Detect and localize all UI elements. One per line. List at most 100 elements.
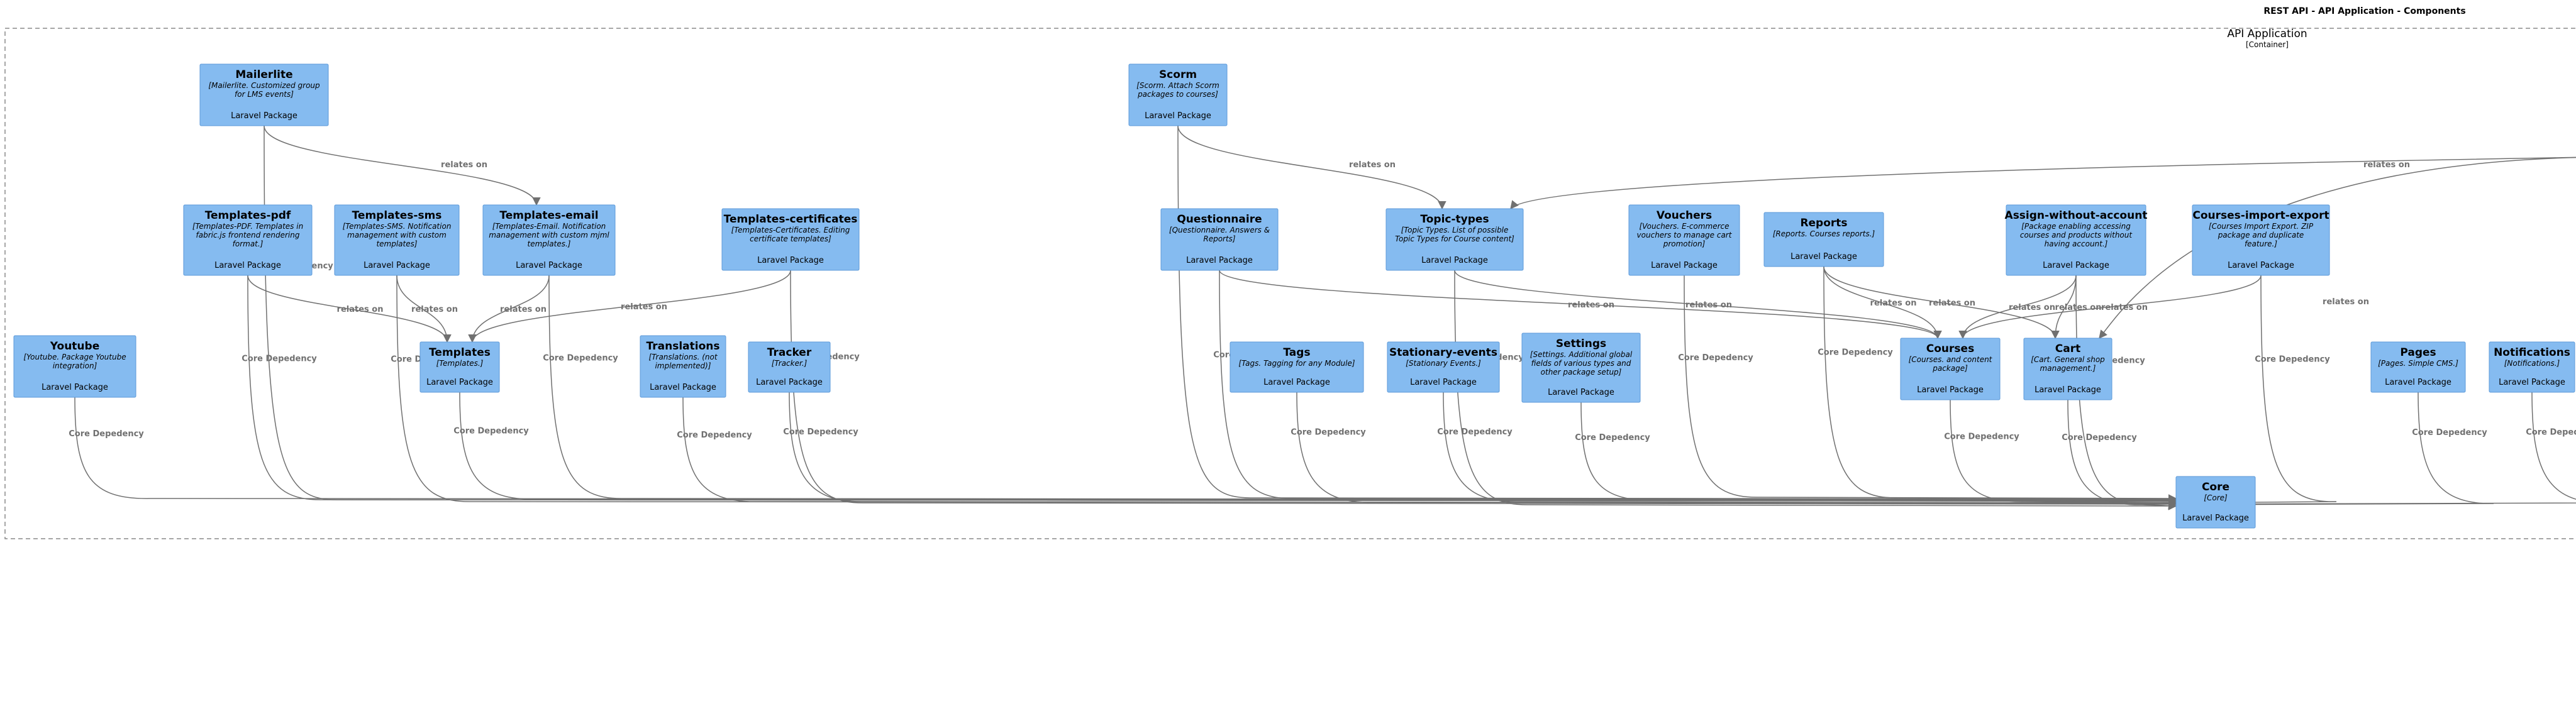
component-templates[interactable]: Templates[Templates.]Laravel Package xyxy=(419,341,500,393)
component-technology: Laravel Package xyxy=(1410,378,1477,387)
boundary-type: [Container] xyxy=(2246,40,2289,49)
component-description: Topic Types for Course content] xyxy=(1395,234,1514,243)
component-settings[interactable]: Settings[Settings. Additional globalfiel… xyxy=(1521,333,1641,403)
component-mailerlite[interactable]: Mailerlite[Mailerlite. Customized groupf… xyxy=(199,63,329,126)
component-description: other package setup] xyxy=(1541,368,1622,377)
relation-edge-templates-email-to-core xyxy=(548,275,2177,504)
component-notifications[interactable]: Notifications[Notifications.]Laravel Pac… xyxy=(2489,341,2575,393)
component-technology: Laravel Package xyxy=(2385,378,2451,387)
component-technology: Laravel Package xyxy=(364,261,430,270)
relation-label: relates on xyxy=(1870,299,1917,308)
component-core[interactable]: Core[Core]Laravel Package xyxy=(2175,476,2256,529)
component-templates-pdf[interactable]: Templates-pdf[Templates-PDF. Templates i… xyxy=(183,204,313,276)
relation-label: relates on xyxy=(337,305,384,314)
component-box xyxy=(183,204,313,276)
component-templates-sms[interactable]: Templates-sms[Templates-SMS. Notificatio… xyxy=(334,204,460,276)
relation-edge-reports-to-cart xyxy=(1823,266,2060,339)
component-name: Courses-import-export xyxy=(2192,209,2329,222)
relation-edge-reports-to-courses xyxy=(1823,266,1942,339)
component-topic-types[interactable]: Topic-types[Topic Types. List of possibl… xyxy=(1385,208,1524,271)
component-description: package and duplicate xyxy=(2218,231,2304,239)
relation-label: Core Depedency xyxy=(677,431,752,440)
component-cart[interactable]: Cart[Cart. General shopmanagement.]Larav… xyxy=(2023,338,2112,400)
relation-edge-templates-certificates-to-templates xyxy=(468,270,791,343)
component-description: implemented)] xyxy=(655,361,711,370)
component-technology: Laravel Package xyxy=(1548,388,1614,397)
component-description: [Courses Import Export. ZIP xyxy=(2209,222,2314,231)
component-name: Assign-without-account xyxy=(2005,209,2148,222)
relation-edge-stationary-events-to-core xyxy=(1443,392,2177,507)
component-technology: Laravel Package xyxy=(757,256,824,265)
component-templates-email[interactable]: Templates-email[Templates-Email. Notific… xyxy=(482,204,616,276)
component-description: for LMS events] xyxy=(235,90,294,99)
component-box xyxy=(1230,341,1364,393)
component-description: promotion] xyxy=(1663,239,1706,248)
relation-edge-questionnaire-to-core xyxy=(1219,270,2177,504)
relation-edge-youtube-to-core xyxy=(74,397,2177,504)
relation-edge-notifications-to-core xyxy=(2175,392,2576,509)
component-assign-without-account[interactable]: Assign-without-account[Package enabling … xyxy=(2005,204,2148,276)
relation-label: Core Depedency xyxy=(783,427,858,437)
component-box xyxy=(2489,341,2575,393)
component-technology: Laravel Package xyxy=(1263,378,1330,387)
component-youtube[interactable]: Youtube[Youtube. Package Youtubeintegrat… xyxy=(13,335,136,398)
container-boundary xyxy=(4,28,2576,539)
component-courses-import-export[interactable]: Courses-import-export[Courses Import Exp… xyxy=(2192,204,2330,276)
relation-label: relates on xyxy=(500,305,547,314)
component-technology: Laravel Package xyxy=(516,261,582,270)
component-description: templates.] xyxy=(528,239,571,248)
component-technology: Laravel Package xyxy=(426,378,493,387)
component-name: Youtube xyxy=(50,340,99,353)
component-name: Reports xyxy=(1800,217,1847,229)
relation-edge-courses-import-export-to-core xyxy=(2175,275,2337,507)
component-description: [Tracker.] xyxy=(772,359,808,368)
component-description: [Templates-Email. Notification xyxy=(492,222,606,231)
component-name: Translations xyxy=(647,340,720,353)
component-name: Templates xyxy=(429,346,491,359)
component-technology: Laravel Package xyxy=(231,111,297,121)
relation-label: Core Depedency xyxy=(1818,348,1893,358)
component-description: [Topic Types. List of possible xyxy=(1401,226,1509,234)
component-description: management.] xyxy=(2040,364,2096,373)
component-templates-certificates[interactable]: Templates-certificates[Templates-Certifi… xyxy=(721,208,860,271)
component-box xyxy=(1160,208,1279,271)
component-description: fields of various types and xyxy=(1531,359,1631,368)
relation-edge-templates-sms-to-core xyxy=(396,275,2177,507)
component-reports[interactable]: Reports[Reports. Courses reports.]Larave… xyxy=(1763,212,1884,267)
component-description: [Package enabling accessing xyxy=(2021,222,2131,231)
component-name: Stationary-events xyxy=(1389,346,1497,359)
component-name: Topic-types xyxy=(1420,213,1489,226)
component-box xyxy=(2175,476,2256,529)
component-tracker[interactable]: Tracker[Tracker.]Laravel Package xyxy=(748,341,831,393)
relation-edge-reports-to-core xyxy=(1823,266,2177,504)
relation-edge-assign-without-account-to-courses xyxy=(1958,275,2077,339)
relation-label: Core Depedency xyxy=(2062,433,2137,443)
component-translations[interactable]: Translations[Translations. (notimplement… xyxy=(640,335,726,398)
component-stationary-events[interactable]: Stationary-events[Stationary Events.]Lar… xyxy=(1387,341,1500,393)
component-box xyxy=(334,204,460,276)
component-box xyxy=(2006,204,2146,276)
component-description: [Scorm. Attach Scorm xyxy=(1136,81,1219,90)
component-tags[interactable]: Tags[Tags. Tagging for any Module]Larave… xyxy=(1230,341,1364,393)
component-box xyxy=(1387,341,1500,393)
component-name: Courses xyxy=(1926,343,1974,355)
component-description: [Vouchers. E-commerce xyxy=(1639,222,1729,231)
component-pages[interactable]: Pages[Pages. Simple CMS.]Laravel Package xyxy=(2370,341,2466,393)
relation-label: relates on xyxy=(1929,299,1975,308)
component-courses[interactable]: Courses[Courses. and contentpackage]Lara… xyxy=(1900,338,2001,400)
relation-label: Core Depedency xyxy=(1678,353,1753,363)
relation-label: relates on xyxy=(1568,300,1614,310)
component-name: Core xyxy=(2202,481,2229,493)
component-box xyxy=(721,208,860,271)
component-description: templates] xyxy=(376,239,417,248)
component-technology: Laravel Package xyxy=(650,383,716,392)
relation-label: Core Depedency xyxy=(69,429,144,439)
component-description: [Notifications.] xyxy=(2504,359,2560,368)
component-description: integration] xyxy=(53,361,97,370)
component-questionnaire[interactable]: Questionnaire[Questionnaire. Answers &Re… xyxy=(1160,208,1279,271)
component-box xyxy=(419,341,500,393)
relations-layer: relates on relates on relates on relates on… xyxy=(69,125,2576,510)
